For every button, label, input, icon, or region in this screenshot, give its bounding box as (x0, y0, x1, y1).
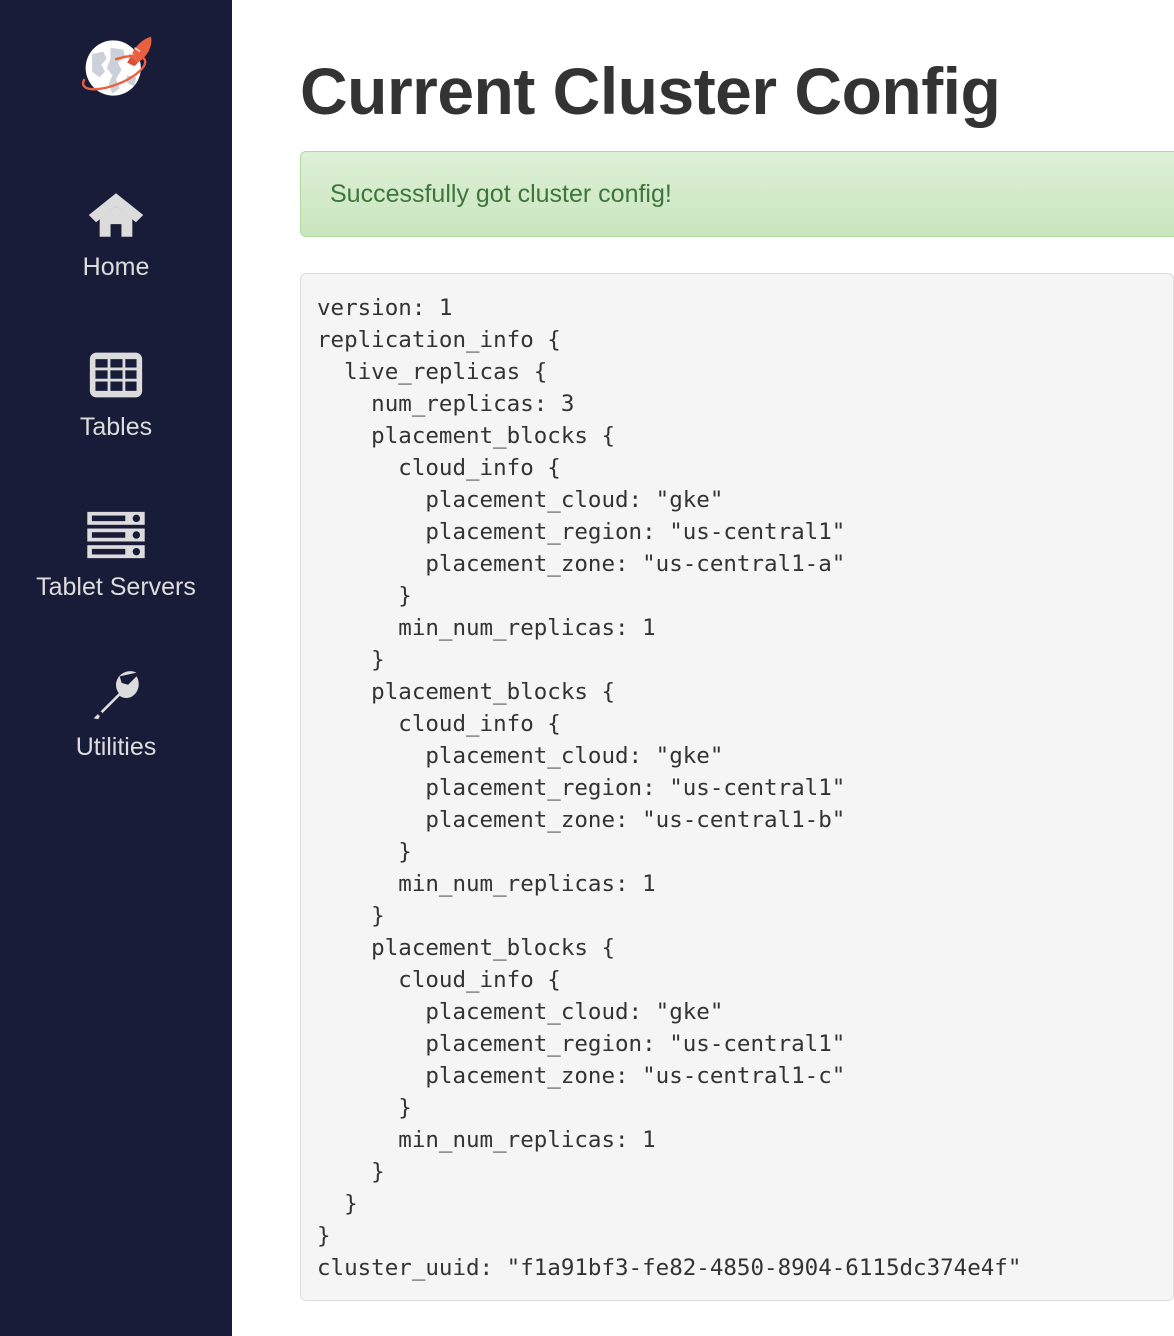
home-icon (85, 186, 147, 244)
wrench-icon (85, 666, 147, 724)
main-content: Current Cluster Config Successfully got … (232, 0, 1174, 1336)
sidebar-item-utilities[interactable]: Utilities (0, 666, 232, 762)
sidebar-item-label-home: Home (82, 253, 150, 281)
yugabyte-rocket-globe-logo[interactable] (70, 22, 162, 114)
sidebar-item-tablet-servers[interactable]: Tablet Servers (0, 506, 232, 602)
page-title: Current Cluster Config (300, 54, 1001, 128)
cluster-config-panel: version: 1 replication_info { live_repli… (300, 273, 1174, 1301)
sidebar-item-tables[interactable]: Tables (0, 346, 232, 442)
cluster-config-text: version: 1 replication_info { live_repli… (317, 295, 1022, 1281)
logo-svg (81, 36, 152, 96)
sidebar-item-label-tablet-servers: Tablet Servers (36, 573, 196, 601)
sidebar-item-label-utilities: Utilities (75, 733, 157, 761)
sidebar-item-label-tables: Tables (79, 413, 153, 441)
server-stack-icon (85, 506, 147, 564)
status-alert-success: Successfully got cluster config! (300, 151, 1174, 237)
table-grid-icon (85, 346, 147, 404)
status-alert-message: Successfully got cluster config! (330, 179, 672, 208)
sidebar-item-home[interactable]: Home (0, 186, 232, 282)
sidebar: Home (0, 0, 232, 1336)
